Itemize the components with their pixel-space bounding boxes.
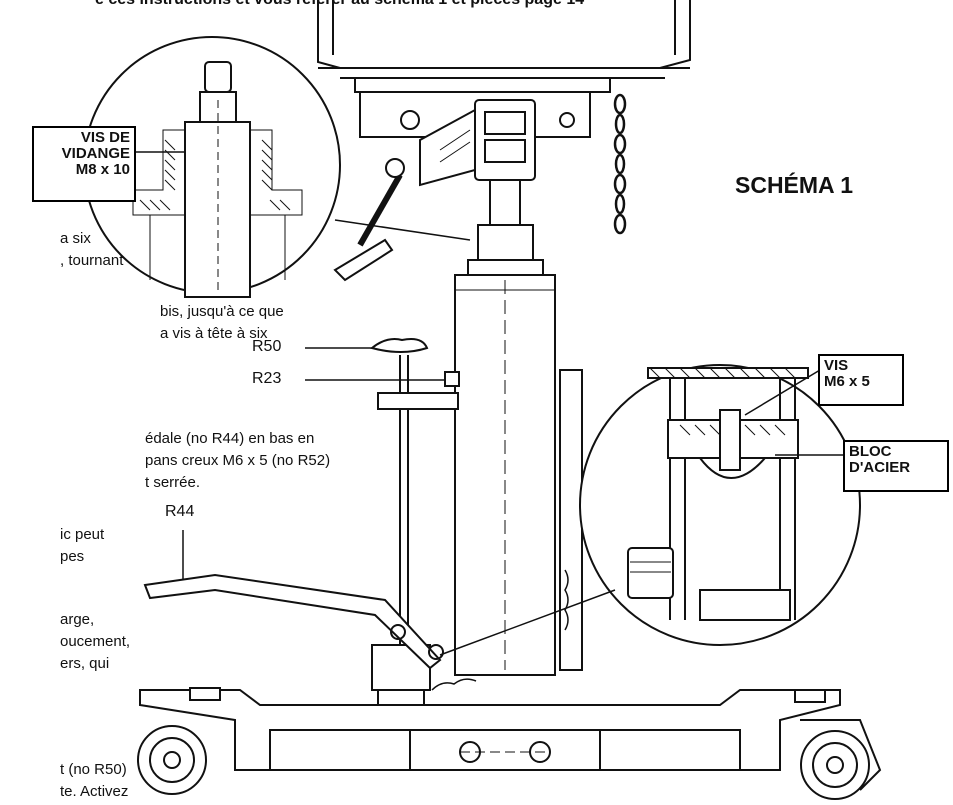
screw-line-1: VIS: [824, 357, 849, 374]
steel-block-label: BLOC D'ACIER: [843, 440, 949, 492]
body-line-12: ers, qui: [60, 655, 110, 672]
r23-label: R23: [252, 370, 282, 387]
drain-screw-label: VIS DE VIDANGE M8 x 10: [32, 126, 136, 202]
steel-block-line-2: D'ACIER: [849, 459, 911, 476]
drain-screw-line-3: M8 x 10: [75, 161, 130, 178]
body-line-8: ic peut: [60, 526, 105, 543]
body-line-1: a six: [60, 230, 91, 247]
body-line-3: bis, jusqu'à ce que: [160, 303, 284, 320]
header-text: e ces instructions et vous référer au sc…: [95, 0, 584, 9]
body-line-11: oucement,: [60, 633, 131, 650]
schema-title: SCHÉMA 1: [735, 172, 853, 198]
drain-screw-line-2: VIDANGE: [61, 145, 130, 162]
body-line-6: pans creux M6 x 5 (no R52): [145, 452, 331, 469]
body-line-7: t serrée.: [145, 474, 201, 491]
body-line-4: a vis à tête à six: [160, 325, 268, 342]
screw-label: VIS M6 x 5: [818, 354, 904, 406]
body-line-14: te. Activez: [60, 783, 129, 800]
r50-label: R50: [252, 338, 282, 355]
steel-block-line-1: BLOC: [849, 443, 892, 460]
screw-line-2: M6 x 5: [824, 373, 870, 390]
r44-label: R44: [165, 503, 195, 520]
drain-screw-line-1: VIS DE: [80, 129, 130, 146]
body-line-2: , tournant: [60, 252, 124, 269]
body-line-5: édale (no R44) en bas en: [145, 430, 315, 447]
body-line-9: pes: [60, 548, 85, 565]
body-line-10: arge,: [60, 611, 95, 628]
body-line-13: t (no R50): [60, 761, 127, 778]
